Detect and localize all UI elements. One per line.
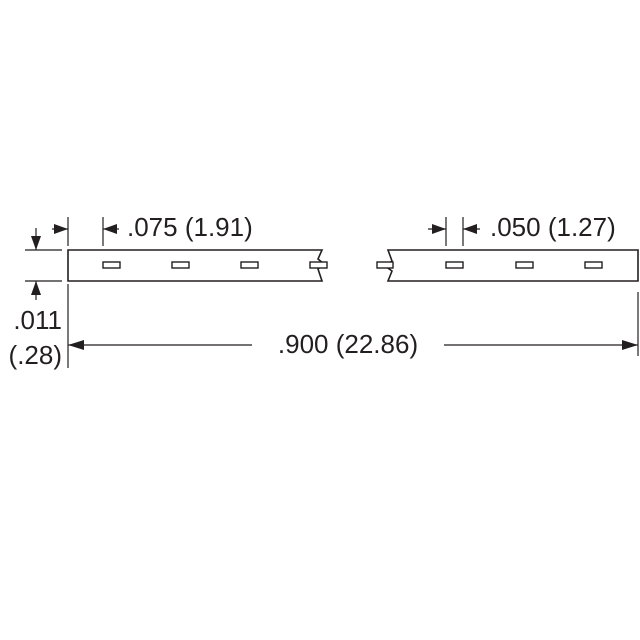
arrowhead [31, 281, 41, 295]
pitch-left-label: .075 (1.91) [127, 212, 253, 242]
thickness-dimension: .011 (.28) [9, 228, 62, 370]
overall-length-dimension: .900 (22.86) [67, 284, 639, 368]
left-slot-3 [240, 261, 259, 269]
thickness-mm-label: (.28) [9, 340, 62, 370]
arrowhead [622, 340, 638, 350]
arrowhead [68, 340, 84, 350]
pitch-dimension-right: .050 (1.27) [428, 212, 616, 246]
left-slot-1 [102, 261, 121, 269]
right-strip [376, 249, 639, 282]
pitch-right-label: .050 (1.27) [490, 212, 616, 242]
arrowhead [432, 224, 446, 234]
right-slot-1 [445, 261, 464, 269]
left-slot-2 [171, 261, 190, 269]
right-slot-0 [376, 261, 394, 269]
arrowhead [103, 224, 117, 234]
right-slot-3 [584, 261, 603, 269]
pitch-dimension-left: .075 (1.91) [52, 212, 253, 246]
left-strip [67, 249, 328, 282]
arrowhead [463, 224, 477, 234]
arrowhead [54, 224, 68, 234]
thickness-inch-label: .011 [13, 305, 62, 335]
left-slot-4 [309, 261, 328, 269]
overall-length-label: .900 (22.86) [278, 329, 418, 359]
arrowhead [31, 236, 41, 250]
right-slot-2 [515, 261, 534, 269]
